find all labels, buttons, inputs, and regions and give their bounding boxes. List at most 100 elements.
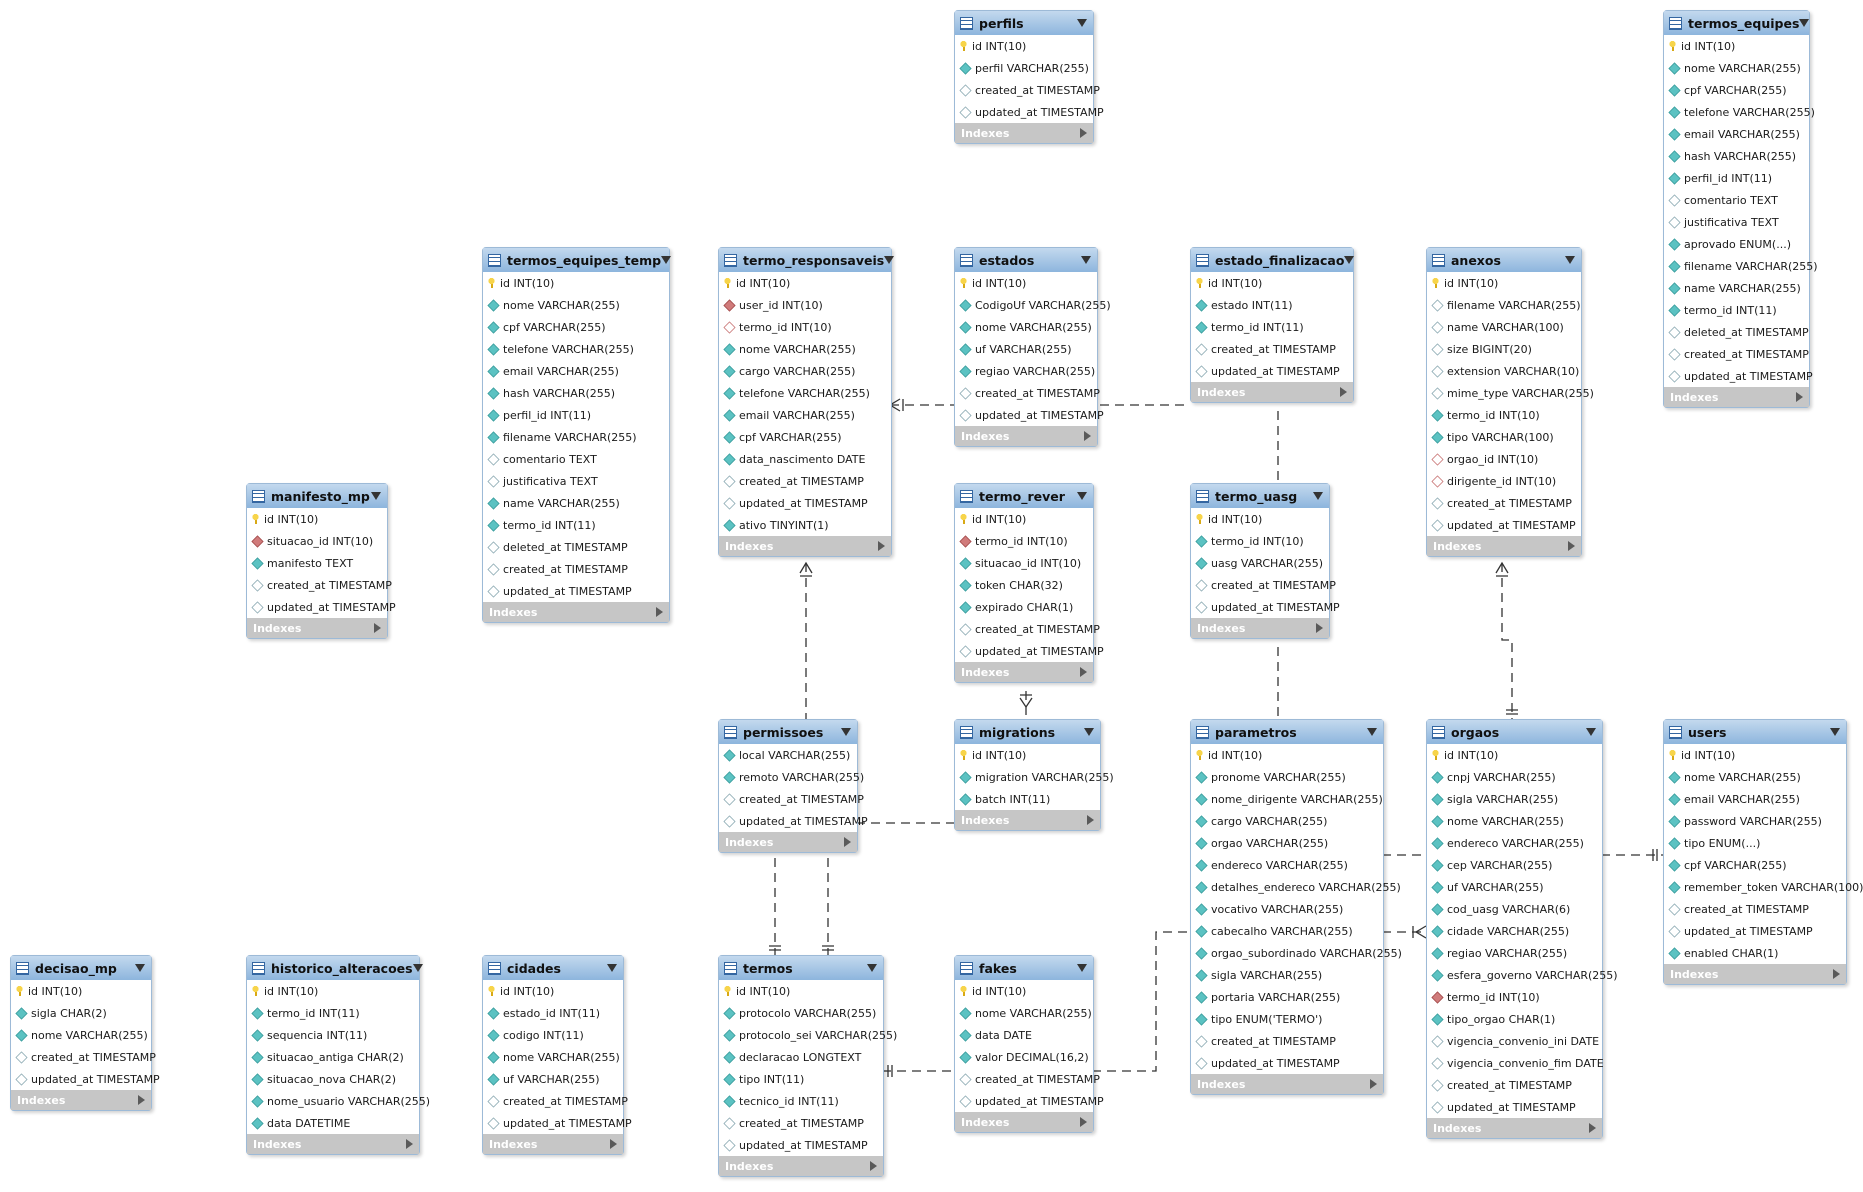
- column-row[interactable]: updated_at TIMESTAMP: [955, 404, 1104, 426]
- column-row[interactable]: cpf VARCHAR(255): [483, 316, 669, 338]
- column-row[interactable]: telefone VARCHAR(255): [483, 338, 669, 360]
- expand-arrow-icon[interactable]: [374, 623, 381, 633]
- expand-arrow-icon[interactable]: [1589, 1123, 1596, 1133]
- column-row[interactable]: cargo VARCHAR(255): [719, 360, 891, 382]
- column-row[interactable]: cpf VARCHAR(255): [1664, 854, 1846, 876]
- expand-arrow-icon[interactable]: [1084, 431, 1091, 441]
- column-row[interactable]: tecnico_id INT(11): [719, 1090, 883, 1112]
- column-row[interactable]: uf VARCHAR(255): [483, 1068, 623, 1090]
- column-row[interactable]: id INT(10): [247, 980, 419, 1002]
- collapse-toggle-icon[interactable]: [1344, 256, 1355, 264]
- column-row[interactable]: name VARCHAR(100): [1427, 316, 1581, 338]
- column-row[interactable]: created_at TIMESTAMP: [483, 1090, 628, 1112]
- column-row[interactable]: id INT(10): [11, 980, 151, 1002]
- column-row[interactable]: batch INT(11): [955, 788, 1100, 810]
- column-row[interactable]: nome VARCHAR(255): [1664, 766, 1846, 788]
- column-row[interactable]: created_at TIMESTAMP: [955, 618, 1100, 640]
- column-row[interactable]: pronome VARCHAR(255): [1191, 766, 1383, 788]
- expand-arrow-icon[interactable]: [1568, 541, 1575, 551]
- column-row[interactable]: updated_at TIMESTAMP: [955, 1090, 1104, 1112]
- column-row[interactable]: orgao_subordinado VARCHAR(255): [1191, 942, 1402, 964]
- column-row[interactable]: updated_at TIMESTAMP: [1664, 920, 1846, 942]
- column-row[interactable]: id INT(10): [1427, 744, 1602, 766]
- column-row[interactable]: nome VARCHAR(255): [719, 338, 891, 360]
- indexes-section[interactable]: Indexes: [719, 1156, 883, 1176]
- column-row[interactable]: updated_at TIMESTAMP: [483, 580, 669, 602]
- column-row[interactable]: token CHAR(32): [955, 574, 1093, 596]
- column-row[interactable]: id INT(10): [719, 980, 883, 1002]
- column-row[interactable]: updated_at TIMESTAMP: [483, 1112, 632, 1134]
- table-header[interactable]: perfils: [955, 11, 1093, 35]
- column-row[interactable]: migration VARCHAR(255): [955, 766, 1114, 788]
- column-row[interactable]: nome_dirigente VARCHAR(255): [1191, 788, 1383, 810]
- table-header[interactable]: termo_responsaveis: [719, 248, 895, 272]
- column-row[interactable]: updated_at TIMESTAMP: [1427, 514, 1581, 536]
- column-row[interactable]: dirigente_id INT(10): [1427, 470, 1581, 492]
- column-row[interactable]: email VARCHAR(255): [483, 360, 669, 382]
- expand-arrow-icon[interactable]: [138, 1095, 145, 1105]
- table-header[interactable]: termo_rever: [955, 484, 1093, 508]
- column-row[interactable]: created_at TIMESTAMP: [719, 1112, 883, 1134]
- column-row[interactable]: email VARCHAR(255): [719, 404, 891, 426]
- collapse-toggle-icon[interactable]: [1313, 492, 1323, 500]
- column-row[interactable]: size BIGINT(20): [1427, 338, 1581, 360]
- table-header[interactable]: permissoes: [719, 720, 857, 744]
- column-row[interactable]: termo_id INT(10): [1427, 986, 1602, 1008]
- table-header[interactable]: estados: [955, 248, 1097, 272]
- column-row[interactable]: filename VARCHAR(255): [483, 426, 669, 448]
- expand-arrow-icon[interactable]: [870, 1161, 877, 1171]
- column-row[interactable]: telefone VARCHAR(255): [1664, 101, 1815, 123]
- column-row[interactable]: vigencia_convenio_fim DATE: [1427, 1052, 1604, 1074]
- collapse-toggle-icon[interactable]: [1081, 256, 1091, 264]
- column-row[interactable]: id INT(10): [955, 980, 1093, 1002]
- column-row[interactable]: vocativo VARCHAR(255): [1191, 898, 1383, 920]
- column-row[interactable]: remember_token VARCHAR(100): [1664, 876, 1863, 898]
- indexes-section[interactable]: Indexes: [955, 1112, 1093, 1132]
- column-row[interactable]: termo_id INT(10): [1427, 404, 1581, 426]
- column-row[interactable]: expirado CHAR(1): [955, 596, 1093, 618]
- indexes-section[interactable]: Indexes: [1191, 1074, 1383, 1094]
- table-header[interactable]: migrations: [955, 720, 1100, 744]
- column-row[interactable]: id INT(10): [483, 272, 669, 294]
- indexes-section[interactable]: Indexes: [483, 1134, 623, 1154]
- expand-arrow-icon[interactable]: [1080, 667, 1087, 677]
- column-row[interactable]: user_id INT(10): [719, 294, 891, 316]
- table-header[interactable]: parametros: [1191, 720, 1383, 744]
- column-row[interactable]: justificativa TEXT: [1664, 211, 1809, 233]
- column-row[interactable]: id INT(10): [1191, 508, 1329, 530]
- column-row[interactable]: uf VARCHAR(255): [1427, 876, 1602, 898]
- collapse-toggle-icon[interactable]: [1077, 492, 1087, 500]
- column-row[interactable]: mime_type VARCHAR(255): [1427, 382, 1594, 404]
- table-header[interactable]: estado_finalizacao: [1191, 248, 1355, 272]
- indexes-section[interactable]: Indexes: [11, 1090, 151, 1110]
- column-row[interactable]: situacao_antiga CHAR(2): [247, 1046, 419, 1068]
- column-row[interactable]: name VARCHAR(255): [1664, 277, 1809, 299]
- column-row[interactable]: deleted_at TIMESTAMP: [1664, 321, 1809, 343]
- column-row[interactable]: cargo VARCHAR(255): [1191, 810, 1383, 832]
- column-row[interactable]: tipo ENUM('TERMO'): [1191, 1008, 1383, 1030]
- column-row[interactable]: email VARCHAR(255): [1664, 123, 1809, 145]
- column-row[interactable]: created_at TIMESTAMP: [1427, 492, 1581, 514]
- column-row[interactable]: updated_at TIMESTAMP: [1191, 360, 1353, 382]
- column-row[interactable]: created_at TIMESTAMP: [1427, 1074, 1602, 1096]
- column-row[interactable]: ativo TINYINT(1): [719, 514, 891, 536]
- column-row[interactable]: updated_at TIMESTAMP: [11, 1068, 160, 1090]
- column-row[interactable]: filename VARCHAR(255): [1427, 294, 1581, 316]
- expand-arrow-icon[interactable]: [1340, 387, 1347, 397]
- collapse-toggle-icon[interactable]: [1586, 728, 1596, 736]
- column-row[interactable]: password VARCHAR(255): [1664, 810, 1846, 832]
- expand-arrow-icon[interactable]: [406, 1139, 413, 1149]
- column-row[interactable]: situacao_nova CHAR(2): [247, 1068, 419, 1090]
- column-row[interactable]: email VARCHAR(255): [1664, 788, 1846, 810]
